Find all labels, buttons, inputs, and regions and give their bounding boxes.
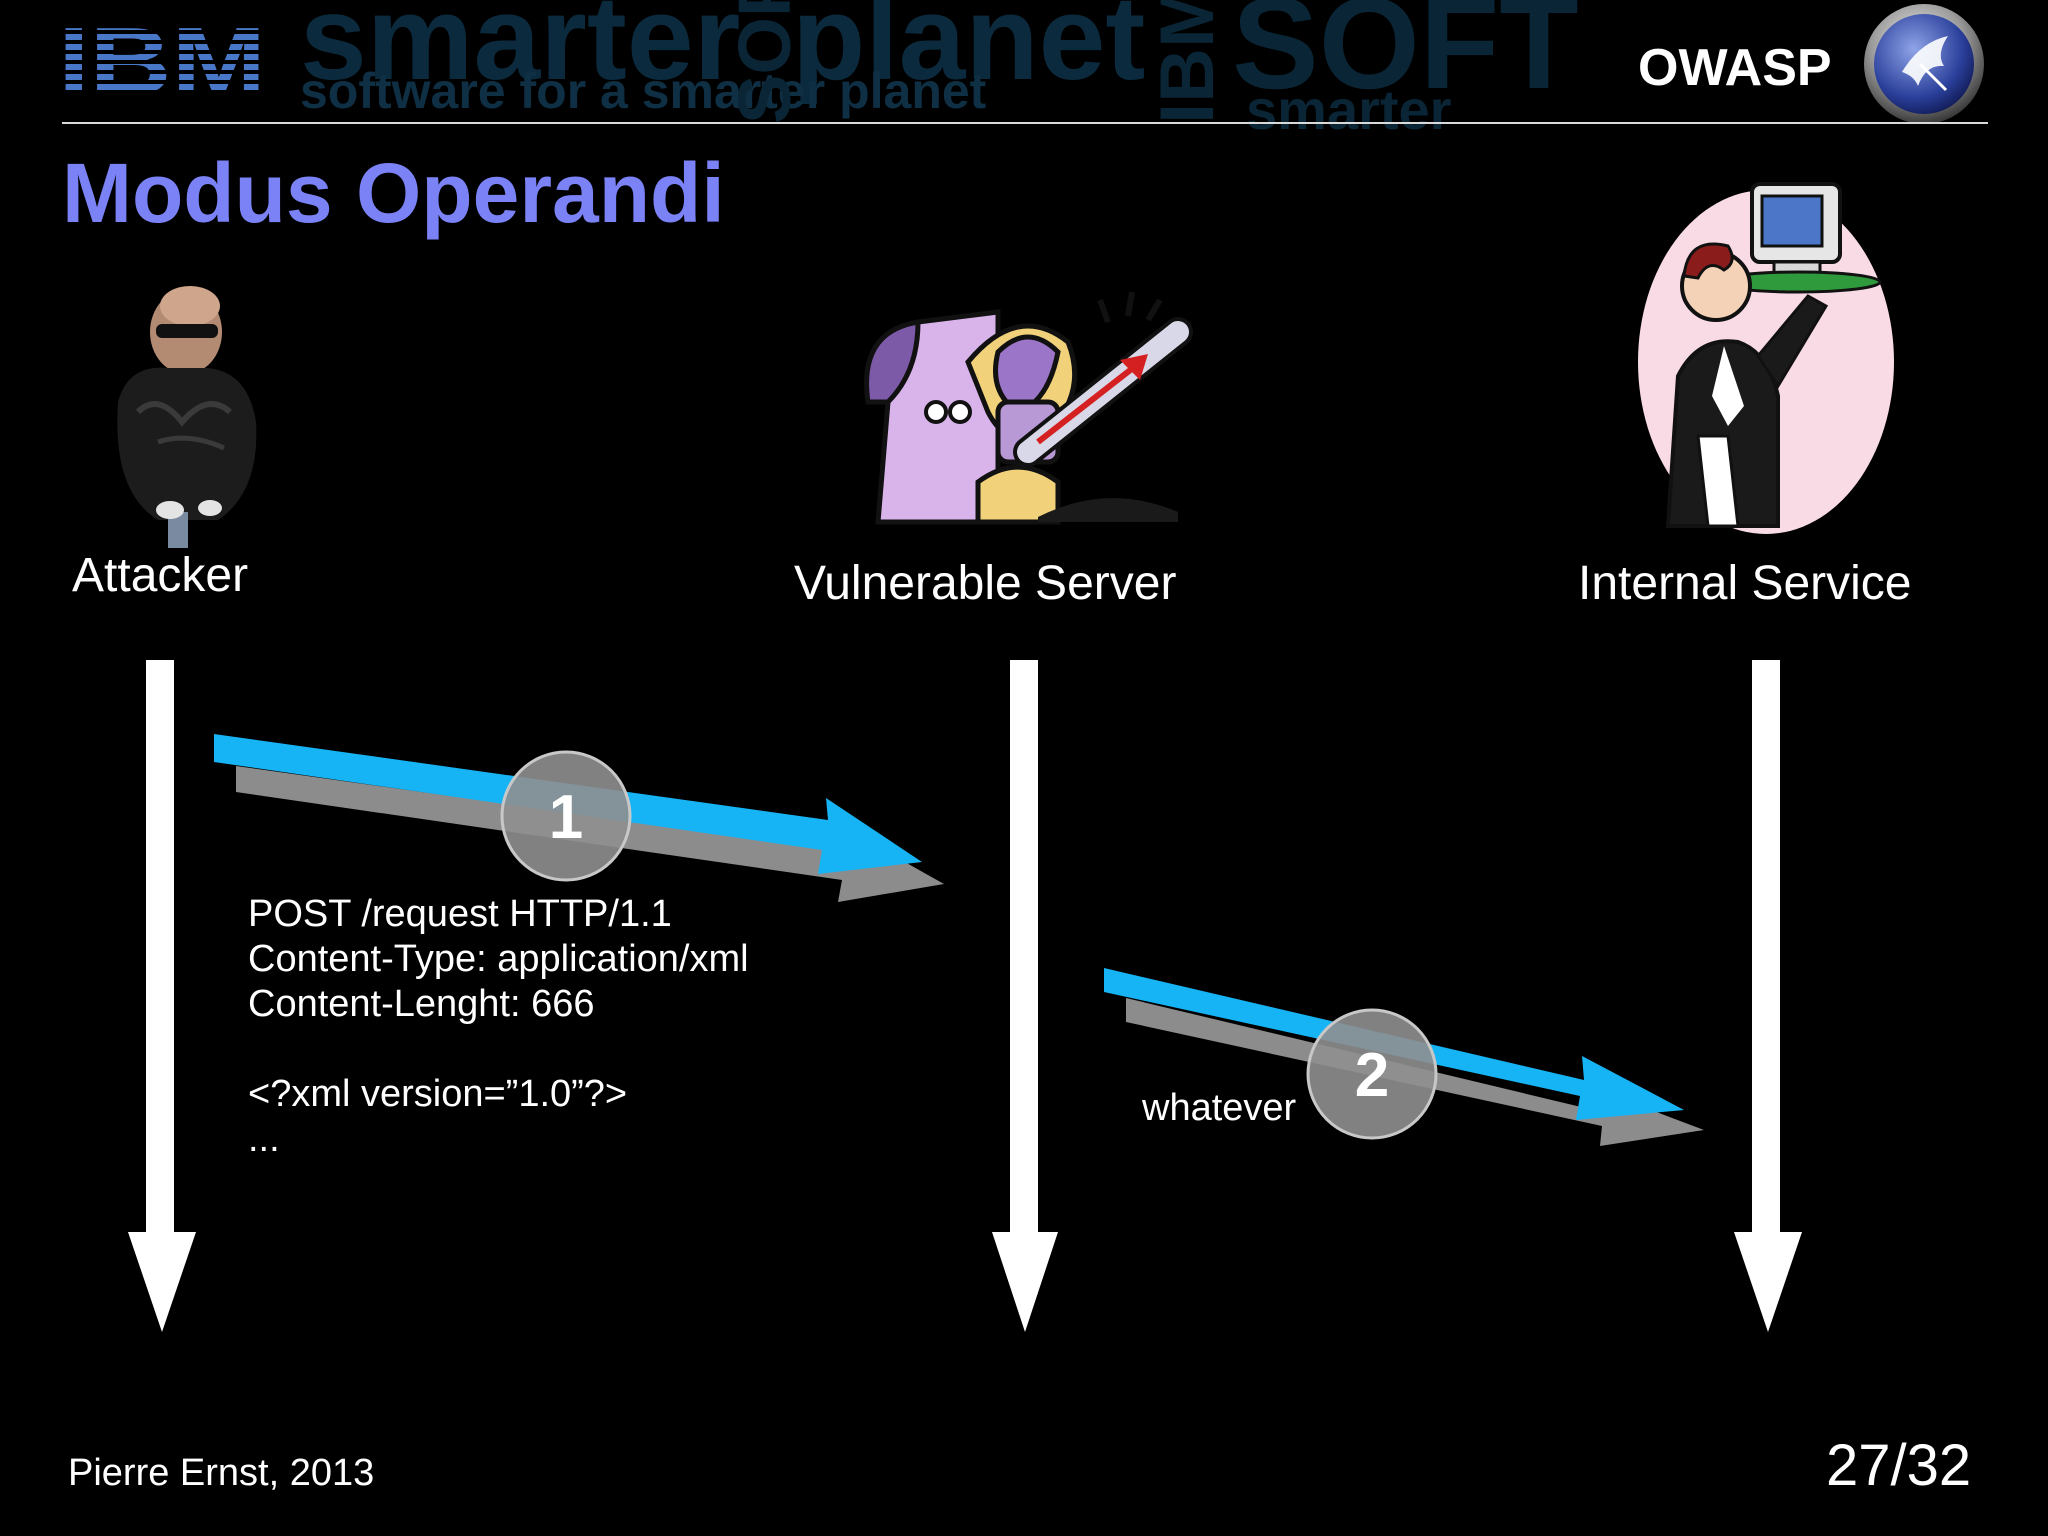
- page-counter: 27/32: [1826, 1432, 1971, 1499]
- request-line: ...: [248, 1118, 280, 1160]
- lifeline-internal-service: [1734, 660, 1802, 1332]
- ibm-logo: IBM: [58, 14, 266, 102]
- actor-label-attacker: Attacker: [72, 549, 249, 602]
- footer-author: Pierre Ernst, 2013: [68, 1452, 375, 1494]
- request-line: <?xml version=”1.0”?>: [248, 1073, 628, 1115]
- step-badge-2: 2: [1306, 1008, 1438, 1140]
- watermark-word: smarter: [1246, 78, 1452, 141]
- request-line: Content-Type: application/xml: [248, 938, 749, 980]
- page-current: 27: [1826, 1433, 1891, 1498]
- request-line: Content-Lenght: 666: [248, 983, 595, 1025]
- vulnerable-server-illustration: [864, 291, 1193, 525]
- request-line: [248, 1027, 749, 1072]
- ibm-logo-text: IBM: [58, 14, 266, 102]
- owasp-wasp-icon: [1864, 4, 1984, 124]
- header-divider: [62, 122, 1988, 124]
- internal-service-illustration: [1638, 182, 1894, 534]
- step-2-label: whatever: [1142, 1087, 1297, 1129]
- request-line: POST /request HTTP/1.1: [248, 893, 672, 935]
- step-badge-1: 1: [500, 750, 632, 882]
- step-number-2: 2: [1355, 1041, 1389, 1110]
- watermark-word: planet: [792, 0, 1146, 105]
- page-total: 32: [1906, 1433, 1972, 1498]
- step-number-1: 1: [549, 783, 583, 852]
- actor-label-vulnerable-server: Vulnerable Server: [794, 557, 1177, 610]
- page-separator: /: [1890, 1433, 1907, 1498]
- lifeline-vulnerable-server: [992, 660, 1058, 1332]
- watermark-word: SOFT: [1232, 0, 1579, 116]
- attacker-illustration: [117, 286, 257, 548]
- page-title: Modus Operandi: [62, 146, 725, 240]
- lifeline-attacker: [128, 660, 196, 1332]
- owasp-label: OWASP: [1638, 39, 1832, 97]
- watermark-word: software for a smarter planet: [300, 63, 987, 119]
- actor-label-internal-service: Internal Service: [1578, 557, 1912, 610]
- watermark-word: smarter: [300, 0, 741, 105]
